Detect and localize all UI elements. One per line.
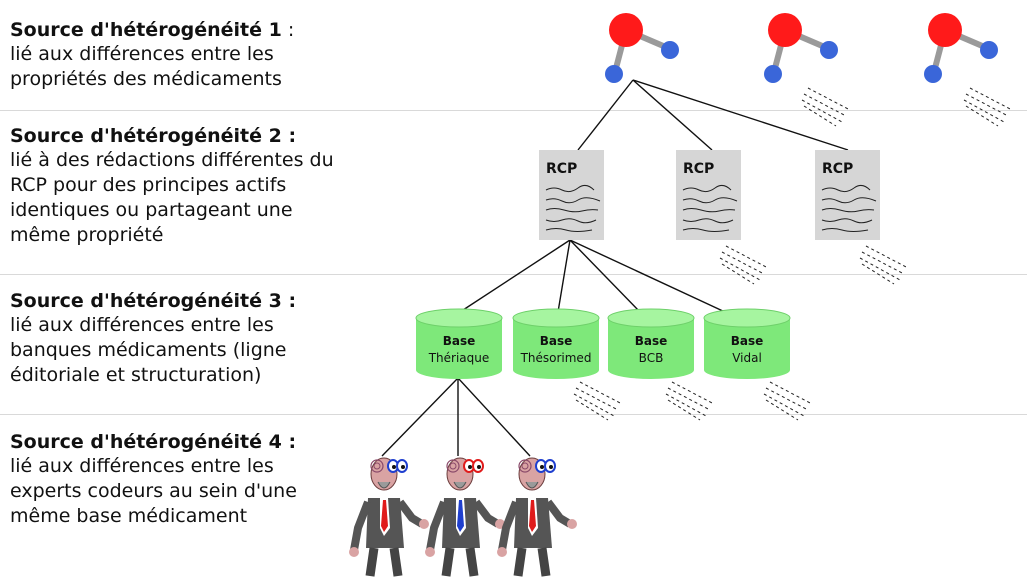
database-label-line2: BCB [639, 351, 664, 365]
expert-coder-icon [349, 457, 429, 577]
database-icon: Base Thésorimed [512, 308, 600, 379]
section-divider-2 [0, 274, 1027, 275]
source-3-title: Source d'hétérogénéité 3 : [10, 290, 297, 312]
document-icon: RCP [815, 150, 880, 240]
expert-coder-icon [497, 457, 577, 577]
database-label-line2: Thériaque [428, 351, 490, 365]
expert-coder-icon [425, 457, 505, 577]
dashes-icon [719, 245, 769, 285]
rcp-label: RCP [683, 161, 714, 177]
database-icon: Base Thériaque [415, 308, 503, 379]
source-1-title: Source d'hétérogénéité 1 : [10, 19, 295, 41]
section-divider-3 [0, 414, 1027, 415]
rcp-label: RCP [546, 161, 577, 177]
dashes-icon [665, 381, 715, 421]
molecule-icon [605, 13, 679, 83]
source-4-title: Source d'hétérogénéité 4 : [10, 431, 297, 453]
source-2: Source d'hétérogénéité 2 : lié à des réd… [10, 124, 334, 248]
database-icon: Base Vidal [703, 308, 791, 379]
tree-connectors [381, 79, 849, 457]
molecule-icon [924, 13, 998, 83]
source-4: Source d'hétérogénéité 4 : lié aux diffé… [10, 430, 297, 529]
database-label-line1: Base [635, 334, 668, 348]
database-label-line2: Vidal [732, 351, 762, 365]
dashes-icon [573, 381, 623, 421]
source-1-description: lié aux différences entre les propriétés… [10, 43, 282, 90]
source-1: Source d'hétérogénéité 1 : lié aux diffé… [10, 18, 294, 92]
database-icon: Base BCB [607, 308, 695, 379]
database-label-line2: Thésorimed [520, 351, 592, 365]
database-label-line1: Base [731, 334, 764, 348]
dashes-icon [763, 381, 813, 421]
database-label-line1: Base [540, 334, 573, 348]
dashes-icon [963, 87, 1013, 127]
dashes-icon [801, 87, 851, 127]
molecule-icon [764, 13, 838, 83]
database-label-line1: Base [443, 334, 476, 348]
document-icon: RCP [539, 150, 604, 240]
rcp-label: RCP [822, 161, 853, 177]
source-4-description: lié aux différences entre les experts co… [10, 455, 297, 527]
source-3-description: lié aux différences entre les banques mé… [10, 314, 287, 386]
source-3: Source d'hétérogénéité 3 : lié aux diffé… [10, 289, 296, 388]
source-2-title: Source d'hétérogénéité 2 : [10, 125, 297, 147]
source-2-description: lié à des rédactions différentes du RCP … [10, 149, 334, 246]
section-divider-1 [0, 110, 1027, 111]
document-icon: RCP [676, 150, 741, 240]
dashes-icon [859, 245, 909, 285]
